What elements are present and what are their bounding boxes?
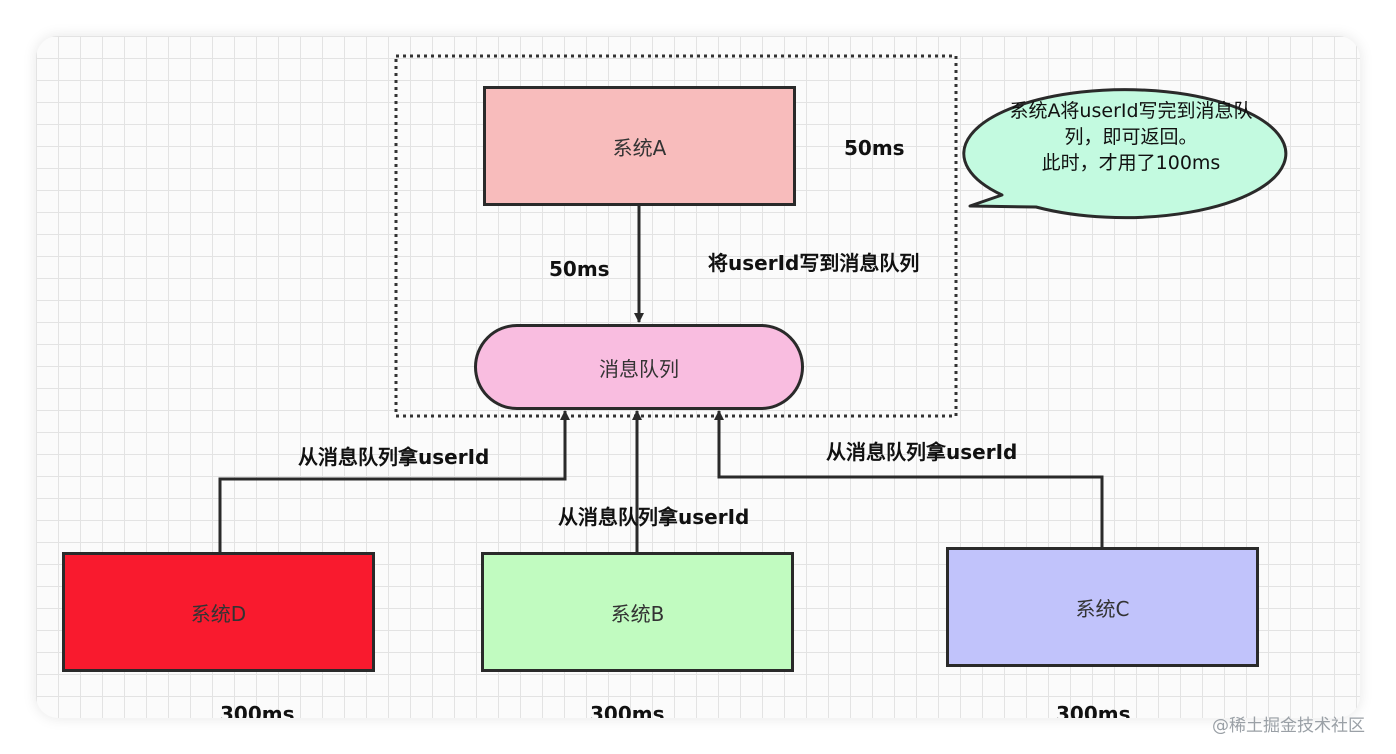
fetch-label-c: 从消息队列拿userId (826, 440, 1018, 464)
system-c-time-label: 300ms (1056, 702, 1131, 718)
system-d-box: 系统D (62, 552, 375, 672)
system-a-box: 系统A (483, 86, 796, 206)
diagram-canvas: 系统A 消息队列 系统D 系统B 系统C 50ms 50ms 将userId写到… (36, 36, 1360, 718)
write-action-label: 将userId写到消息队列 (708, 251, 920, 275)
system-b-time-label: 300ms (590, 702, 665, 718)
arrow-c-to-queue (714, 410, 1104, 547)
fetch-label-d: 从消息队列拿userId (298, 445, 490, 469)
message-queue-box: 消息队列 (474, 324, 804, 410)
arrow-d-to-queue (218, 410, 570, 552)
write-time-label: 50ms (549, 257, 610, 281)
dashed-boundary (394, 54, 958, 418)
bubble-line-3: 此时，才用了100ms (1041, 152, 1221, 174)
fetch-label-b: 从消息队列拿userId (558, 505, 750, 529)
bubble-note: 系统A将userId写完到消息队 列，即可返回。 此时，才用了100ms (978, 98, 1284, 176)
system-b-box: 系统B (481, 552, 794, 672)
connectors (218, 54, 1288, 552)
system-d-time-label: 300ms (220, 702, 295, 718)
bubble-line-1: 系统A将userId写完到消息队 (1009, 100, 1253, 122)
system-c-box: 系统C (946, 547, 1259, 667)
bubble-line-2: 列，即可返回。 (1064, 126, 1198, 148)
system-a-time-label: 50ms (844, 136, 905, 160)
speech-bubble (962, 88, 1288, 220)
watermark: @稀土掘金技术社区 (1212, 716, 1365, 736)
